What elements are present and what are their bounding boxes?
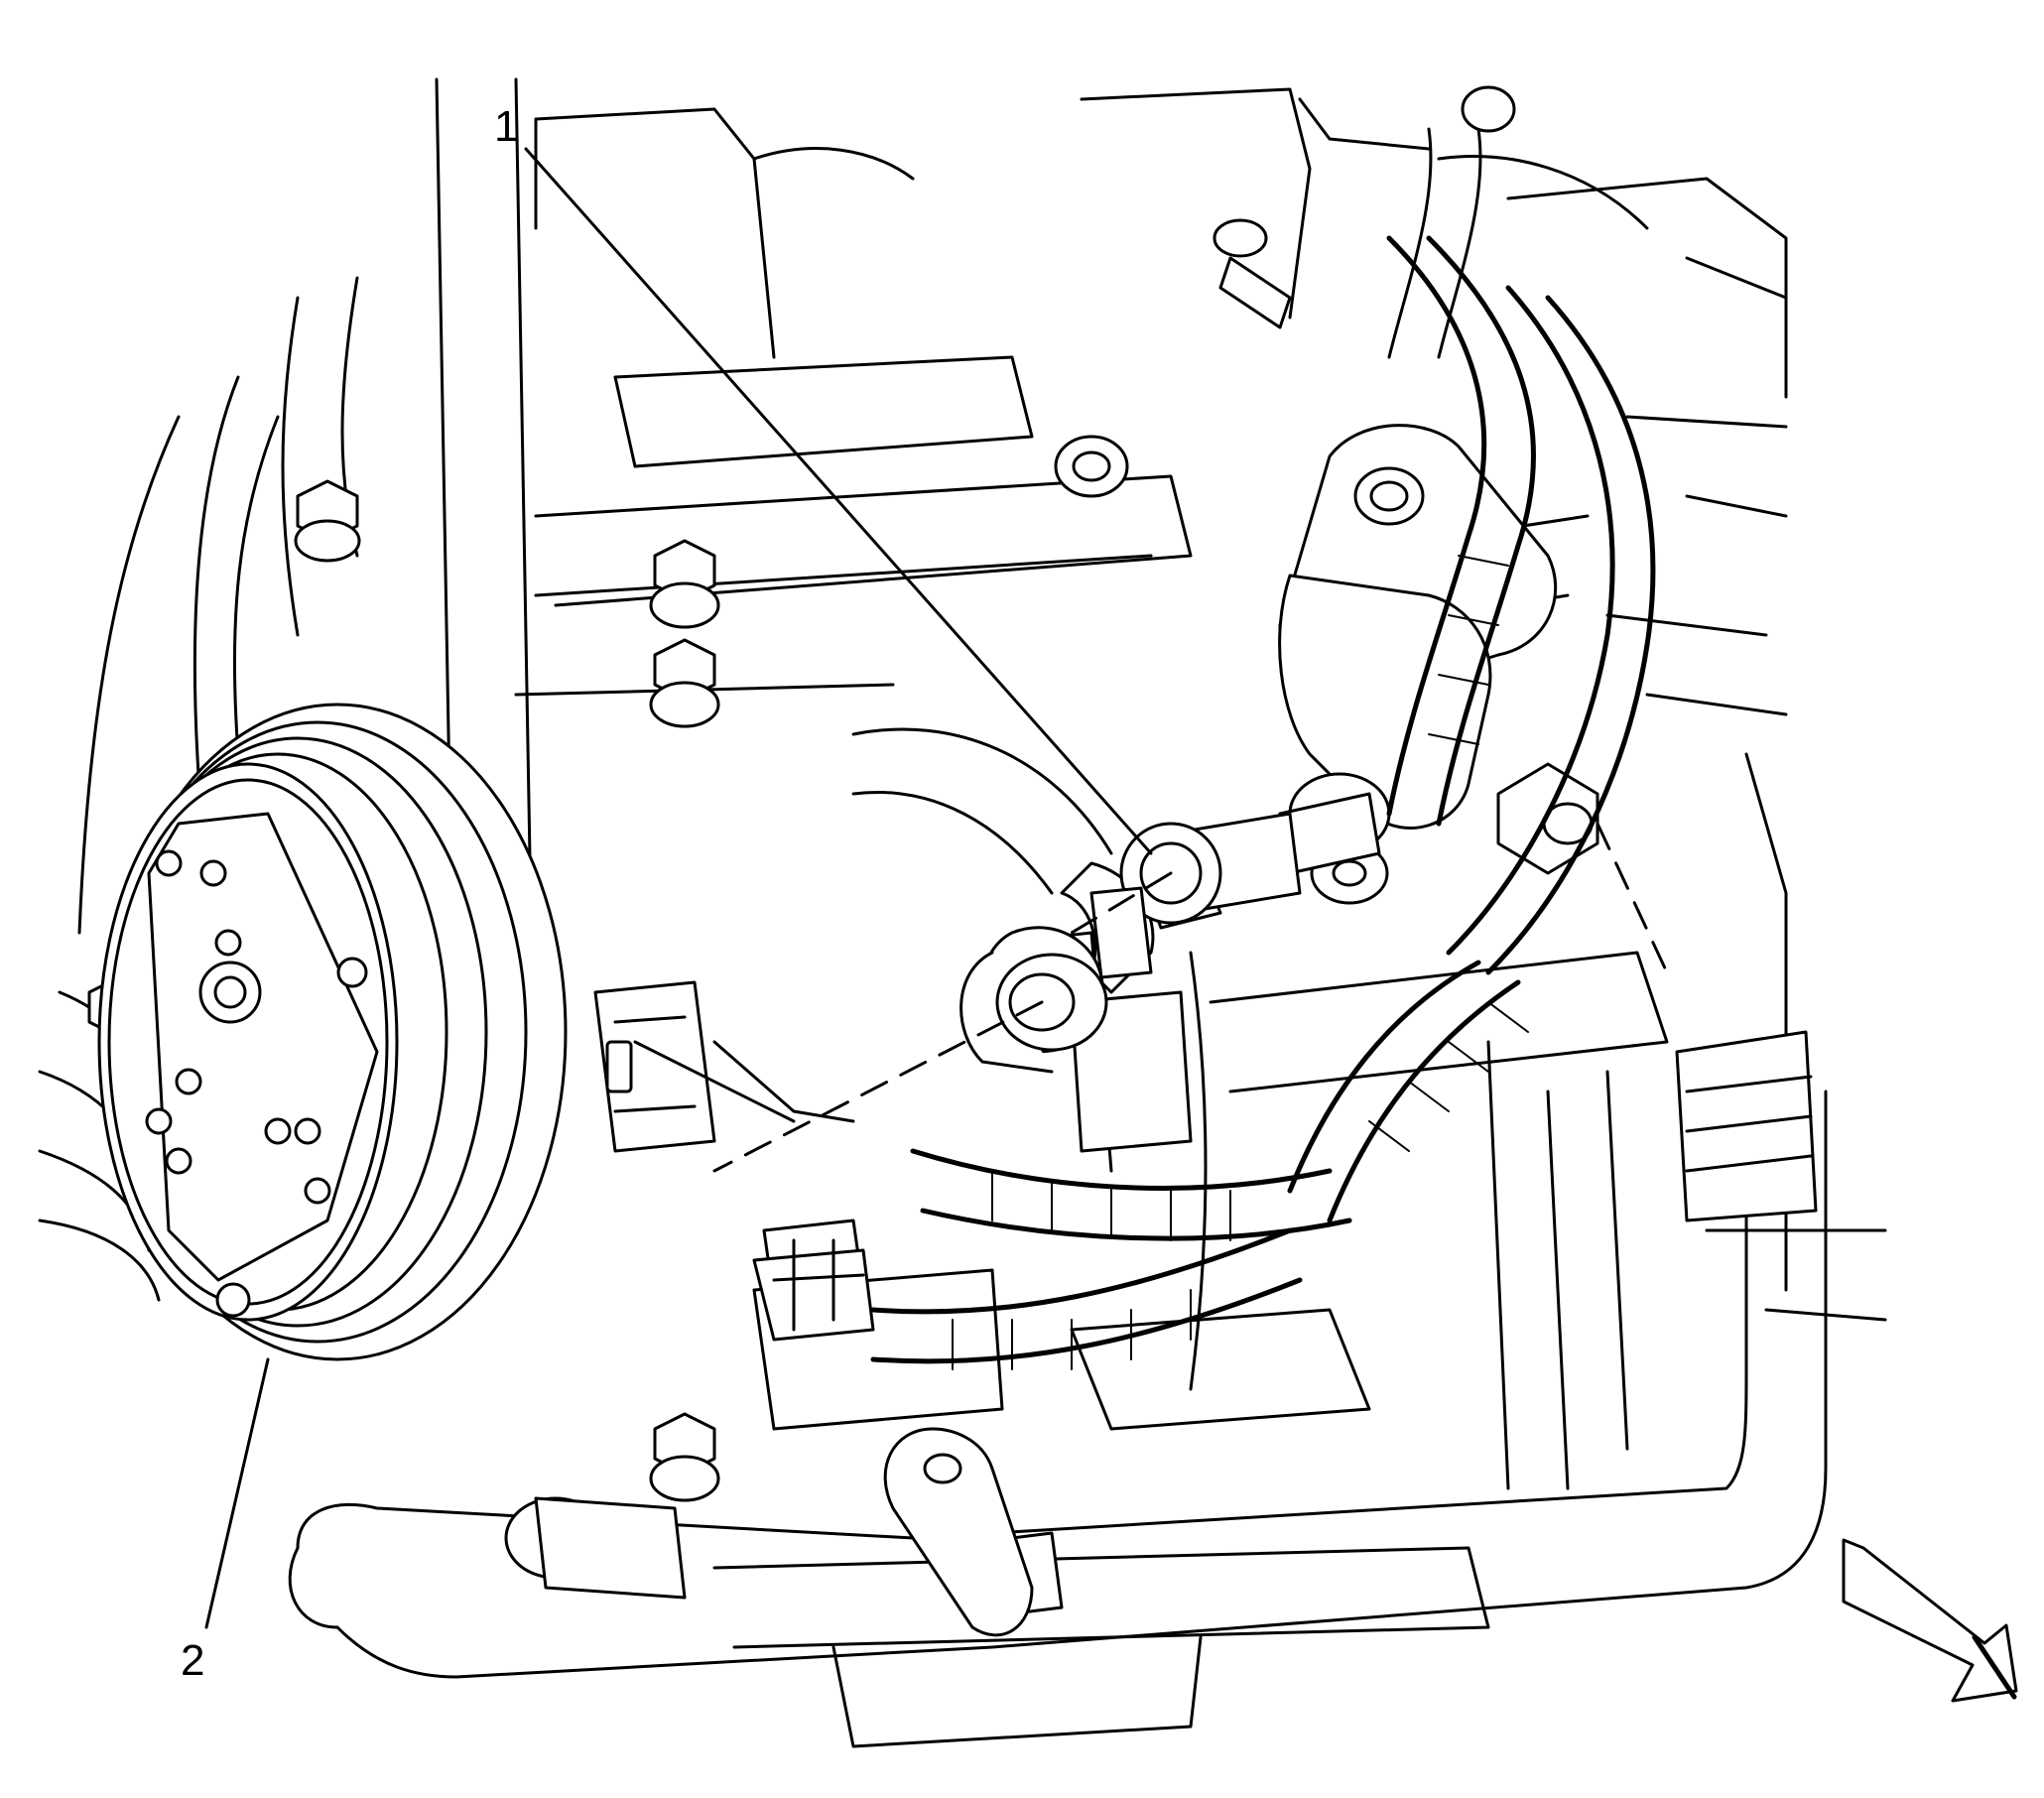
refrigerant-line: [288, 1030, 1828, 1679]
installation-lines: [633, 822, 1669, 1173]
callout-1-label: 1: [494, 102, 518, 151]
upper-hose: [1387, 85, 1516, 359]
direction-arrow-icon: [1842, 1538, 2018, 1703]
engine-block: [514, 87, 1887, 1748]
bolt-upper-engine: [1054, 435, 1129, 498]
callout-2: 2: [181, 1357, 270, 1685]
bolt-top-left: [294, 479, 361, 563]
ac-compressor: [97, 703, 568, 1361]
electrical-connector: [752, 861, 1222, 1342]
stud-top: [1213, 218, 1292, 329]
bolt-bottom: [649, 1412, 720, 1502]
wiring-harness: [870, 235, 1656, 1370]
callout-2-label: 2: [181, 1636, 204, 1685]
bolt-center-upper: [649, 539, 720, 629]
left-housing: [38, 276, 359, 1302]
bolt-center-mid: [649, 638, 720, 728]
sensor-plug: [995, 792, 1381, 1052]
compressor-connector: [593, 980, 855, 1153]
callout-1: 1: [494, 102, 1153, 855]
